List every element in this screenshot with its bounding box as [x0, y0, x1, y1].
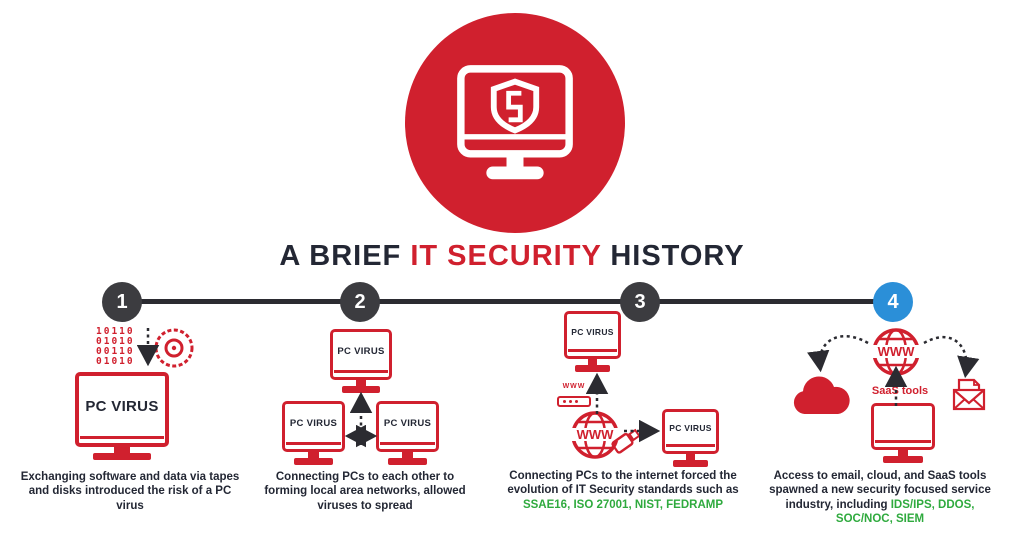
pc-virus-label: PC VIRUS [337, 345, 385, 357]
globe-www-label: WWW [577, 427, 615, 442]
globe-www-label: WWW [878, 344, 916, 359]
monitor-base [883, 456, 923, 463]
description-highlight: SSAE16, ISO 27001, NIST, FEDRAMP [522, 498, 724, 511]
monitor-base [92, 453, 152, 460]
step1-description: Exchanging software and data via tapes a… [18, 470, 242, 513]
timeline-step-2: 2 [340, 282, 380, 322]
timeline-step-1: 1 [102, 282, 142, 322]
binary-code-block: 10110 01010 00110 01010 [96, 327, 135, 367]
monitor-base [574, 365, 611, 372]
pc-virus-label: PC VIRUS [669, 423, 712, 433]
monitor-screen: PC VIRUS [662, 409, 719, 454]
timeline-line [122, 299, 893, 304]
www-globe-icon: WWW [870, 326, 922, 383]
monitor-screen: PC VIRUS [282, 401, 345, 452]
description-text: Exchanging software and data via tapes a… [20, 471, 240, 512]
saas-tools-label: SaaS tools [871, 385, 929, 397]
pc-virus-label: PC VIRUS [289, 417, 338, 429]
title-part1: A BRIEF [279, 240, 402, 272]
monitor-screen: PC VIRUS [376, 401, 439, 452]
monitor-chin [666, 444, 715, 447]
title-part3: HISTORY [610, 240, 745, 272]
pc-virus-label: PC VIRUS [85, 397, 159, 415]
pc-virus-monitor: PC VIRUS [330, 329, 392, 393]
timeline-step-3: 3 [620, 282, 660, 322]
monitor-chin [334, 370, 388, 373]
modem-icon [557, 396, 591, 407]
monitor-chin [568, 349, 617, 352]
monitor-shield-icon [457, 65, 573, 180]
monitor-screen: PC VIRUS [564, 311, 621, 359]
monitor-neck [587, 359, 598, 365]
description-text: Access to email, cloud, and SaaS tools s… [769, 470, 991, 511]
monitor-neck [356, 380, 366, 386]
modem-www-label: WWW [562, 383, 586, 390]
floppy-disc-icon [153, 327, 195, 374]
pc-virus-label: PC VIRUS [571, 326, 614, 337]
description-text: Connecting PCs to the internet forced th… [507, 470, 739, 497]
monitor-neck [402, 452, 413, 458]
email-envelope-icon [950, 377, 988, 417]
step2-description: Connecting PCs to each other to forming … [253, 470, 477, 513]
monitor-neck [685, 454, 696, 460]
binary-row: 01010 [96, 336, 135, 347]
pc-virus-monitor: PC VIRUS [564, 311, 621, 372]
description-text: Connecting PCs to each other to forming … [264, 471, 466, 512]
timeline-step-4: 4 [873, 282, 913, 322]
monitor-neck [308, 452, 319, 458]
pc-virus-monitor: PC VIRUS [282, 401, 345, 465]
monitor-chin [286, 442, 341, 445]
page-title: A BRIEF IT SECURITY HISTORY [0, 240, 1024, 273]
monitor-chin [875, 440, 931, 443]
www-globe-icon: WWW [569, 409, 621, 466]
description-highlight: IDS/IPS, DDOS, SOC/NOC, SIEM [835, 498, 975, 525]
arrow-curve-left-icon [807, 334, 869, 373]
hero-red-circle [405, 13, 625, 233]
binary-row: 00110 [96, 346, 135, 357]
monitor-neck [114, 447, 130, 453]
monitor-base [293, 458, 334, 465]
pc-virus-monitor: PC VIRUS [376, 401, 439, 465]
monitor-base [387, 458, 428, 465]
pc-virus-label: PC VIRUS [383, 417, 432, 429]
monitor-base [341, 386, 381, 393]
pc-virus-monitor: PC VIRUS [662, 409, 719, 467]
monitor-screen [871, 403, 935, 450]
title-part2: IT SECURITY [410, 240, 602, 272]
binary-row: 01010 [96, 356, 135, 367]
arrow-curve-right-icon [923, 336, 980, 379]
step3-description: Connecting PCs to the internet forced th… [502, 469, 744, 512]
saas-monitor [871, 403, 935, 463]
pc-virus-monitor: PC VIRUS [75, 372, 169, 460]
step4-description: Access to email, cloud, and SaaS tools s… [757, 469, 1003, 526]
binary-row: 10110 [96, 326, 135, 337]
cloud-icon [791, 371, 851, 422]
monitor-screen: PC VIRUS [75, 372, 169, 447]
monitor-chin [380, 442, 435, 445]
monitor-chin [80, 436, 164, 439]
monitor-screen: PC VIRUS [330, 329, 392, 380]
monitor-neck [897, 450, 909, 456]
monitor-base [672, 460, 709, 467]
